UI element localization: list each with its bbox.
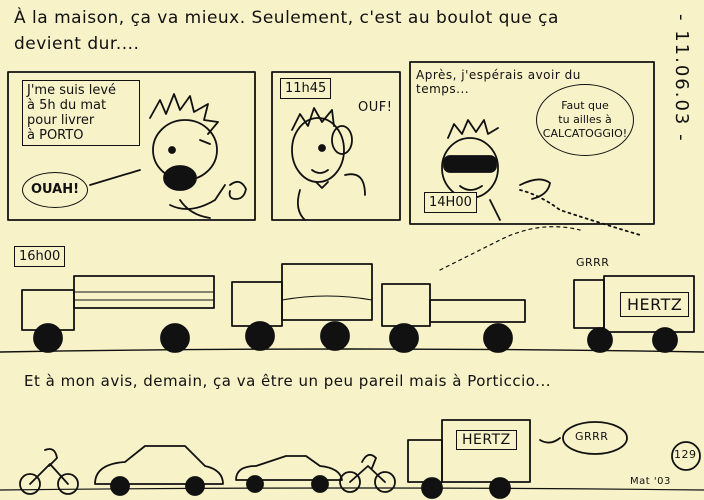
panel-1-caption: J'me suis levé à 5h du mat pour livrer à…: [22, 80, 140, 146]
traffic-growl: GRRR: [576, 256, 610, 269]
artist-signature: Mat '03: [630, 476, 671, 487]
panel-3-caption: Après, j'espérais avoir du temps...: [416, 68, 581, 96]
panel-3-character: [441, 119, 641, 236]
panel-2-character: [291, 107, 366, 221]
header-line-1: À la maison, ça va mieux. Seulement, c'e…: [14, 8, 559, 28]
bottom-narration: Et à mon avis, demain, ça va être un peu…: [24, 372, 551, 390]
panel-1-character: [89, 93, 247, 219]
bottom-row: [0, 419, 704, 499]
date-stamp: - 11.06.03 -: [671, 14, 692, 143]
panel-1-frame: [7, 71, 256, 221]
traffic-row: [0, 226, 704, 353]
panel-2-exclaim: OUF!: [358, 100, 393, 115]
panel-2-time-label: 11h45: [280, 78, 332, 99]
panel-1-shout-bubble: OUAH!: [22, 172, 88, 208]
panel-3-speech-bubble: Faut que tu ailles à CALCATOGGIO!: [536, 84, 634, 156]
header-line-2: devient dur....: [14, 34, 140, 54]
panel-2-frame: [271, 71, 401, 221]
page-number: 129: [674, 448, 697, 461]
traffic-time-label: 16h00: [14, 246, 66, 267]
panel-3-time-label: 14H00: [424, 192, 477, 213]
truck-logo: HERTZ: [620, 292, 690, 317]
van-logo: HERTZ: [456, 430, 517, 450]
bottom-growl: GRRR: [575, 430, 609, 443]
panel-3-frame: [409, 61, 655, 225]
